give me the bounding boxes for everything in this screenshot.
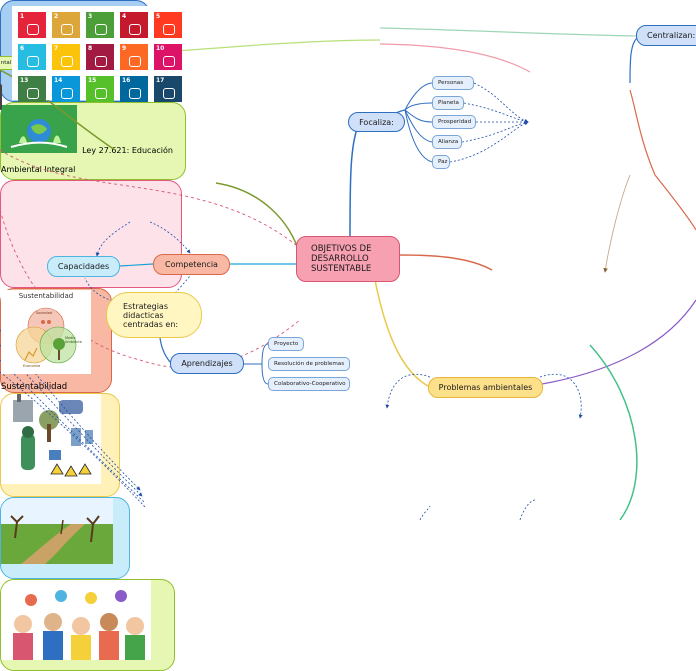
fragment-bar [0, 84, 2, 110]
venn-label-medio-ambiente: Medio Ambiente [65, 336, 82, 344]
focaliza-item-alianza[interactable]: Alianza [432, 135, 462, 149]
focaliza-item-label: Planeta [438, 100, 459, 106]
problemas-label: Problemas ambientales [438, 383, 533, 392]
focaliza-item-paz[interactable]: Paz [432, 155, 450, 169]
focaliza-item-personas[interactable]: Personas [432, 76, 474, 90]
focaliza-item-label: Alianza [438, 139, 459, 145]
capacidades-label: Capacidades [57, 262, 110, 271]
aprendizaje-item-proyecto[interactable]: Proyecto [268, 337, 304, 351]
venn-icon [15, 307, 77, 364]
focaliza-item-label: Paz [438, 159, 448, 165]
focaliza-item-label: Prosperidad [438, 119, 472, 125]
aprendizaje-item-resolucion[interactable]: Resolución de problemas [268, 357, 350, 371]
competencia-label: Competencia [165, 260, 218, 269]
estrategias-node[interactable]: Estrategias didacticas centradas en: [106, 292, 202, 338]
community-image-card[interactable] [0, 579, 175, 671]
sustentabilidad-diagram-title: Sustentabilidad [18, 292, 74, 300]
focaliza-item-prosperidad[interactable]: Prosperidad [432, 115, 476, 129]
aprendizaje-item-label: Proyecto [274, 341, 299, 347]
competencia-node[interactable]: Competencia [153, 254, 230, 275]
focaliza-node[interactable]: Focaliza: [348, 112, 405, 132]
focaliza-item-label: Personas [438, 80, 464, 86]
fragment-label: ntal [0, 60, 12, 66]
community-people-icon [1, 580, 151, 660]
venn-label-economia: Economía [23, 364, 41, 368]
aprendizajes-label: Aprendizajes [181, 359, 233, 368]
center-node[interactable]: OBJETIVOS DE DESARROLLO SUSTENTABLE [296, 236, 400, 282]
center-label: OBJETIVOS DE DESARROLLO SUSTENTABLE [311, 244, 372, 274]
ley-label: Ley 27.621: Educación Ambiental Integral [1, 146, 173, 174]
focaliza-label: Focaliza: [359, 117, 394, 127]
estrategias-label: Estrategias didacticas centradas en: [123, 301, 179, 329]
aprendizaje-item-label: Resolución de problemas [274, 361, 345, 367]
aprendizaje-item-colaborativo[interactable]: Colaborativo-Cooperativo [268, 377, 350, 391]
venn-label-sociedad: Sociedad [36, 311, 53, 315]
sustentabilidad-label: Sustentabilidad [1, 382, 68, 392]
problemas-node[interactable]: Problemas ambientales [428, 377, 543, 398]
centralizan-label: Centralizan: [647, 31, 696, 40]
focaliza-item-planeta[interactable]: Planeta [432, 96, 464, 110]
sustentabilidad-node[interactable]: Sustentabilidad Sociedad Economía Medio … [0, 288, 112, 393]
aprendizajes-node[interactable]: Aprendizajes [170, 353, 244, 374]
centralizan-node[interactable]: Centralizan: [636, 25, 696, 46]
pollution-illustration-icon [1, 394, 101, 484]
capacidades-node[interactable]: Capacidades [47, 256, 120, 277]
sustentabilidad-diagram: Sustentabilidad Sociedad Economía Medio … [1, 290, 91, 374]
aprendizaje-item-label: Colaborativo-Cooperativo [274, 381, 346, 387]
